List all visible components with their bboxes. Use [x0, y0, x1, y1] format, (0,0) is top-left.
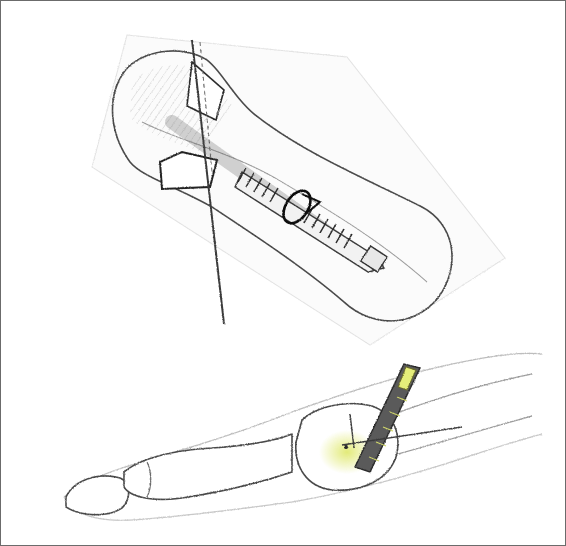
distal-phalanx	[66, 476, 129, 515]
bottom-panel-sketch	[64, 353, 542, 520]
top-panel-sketch	[92, 35, 505, 345]
